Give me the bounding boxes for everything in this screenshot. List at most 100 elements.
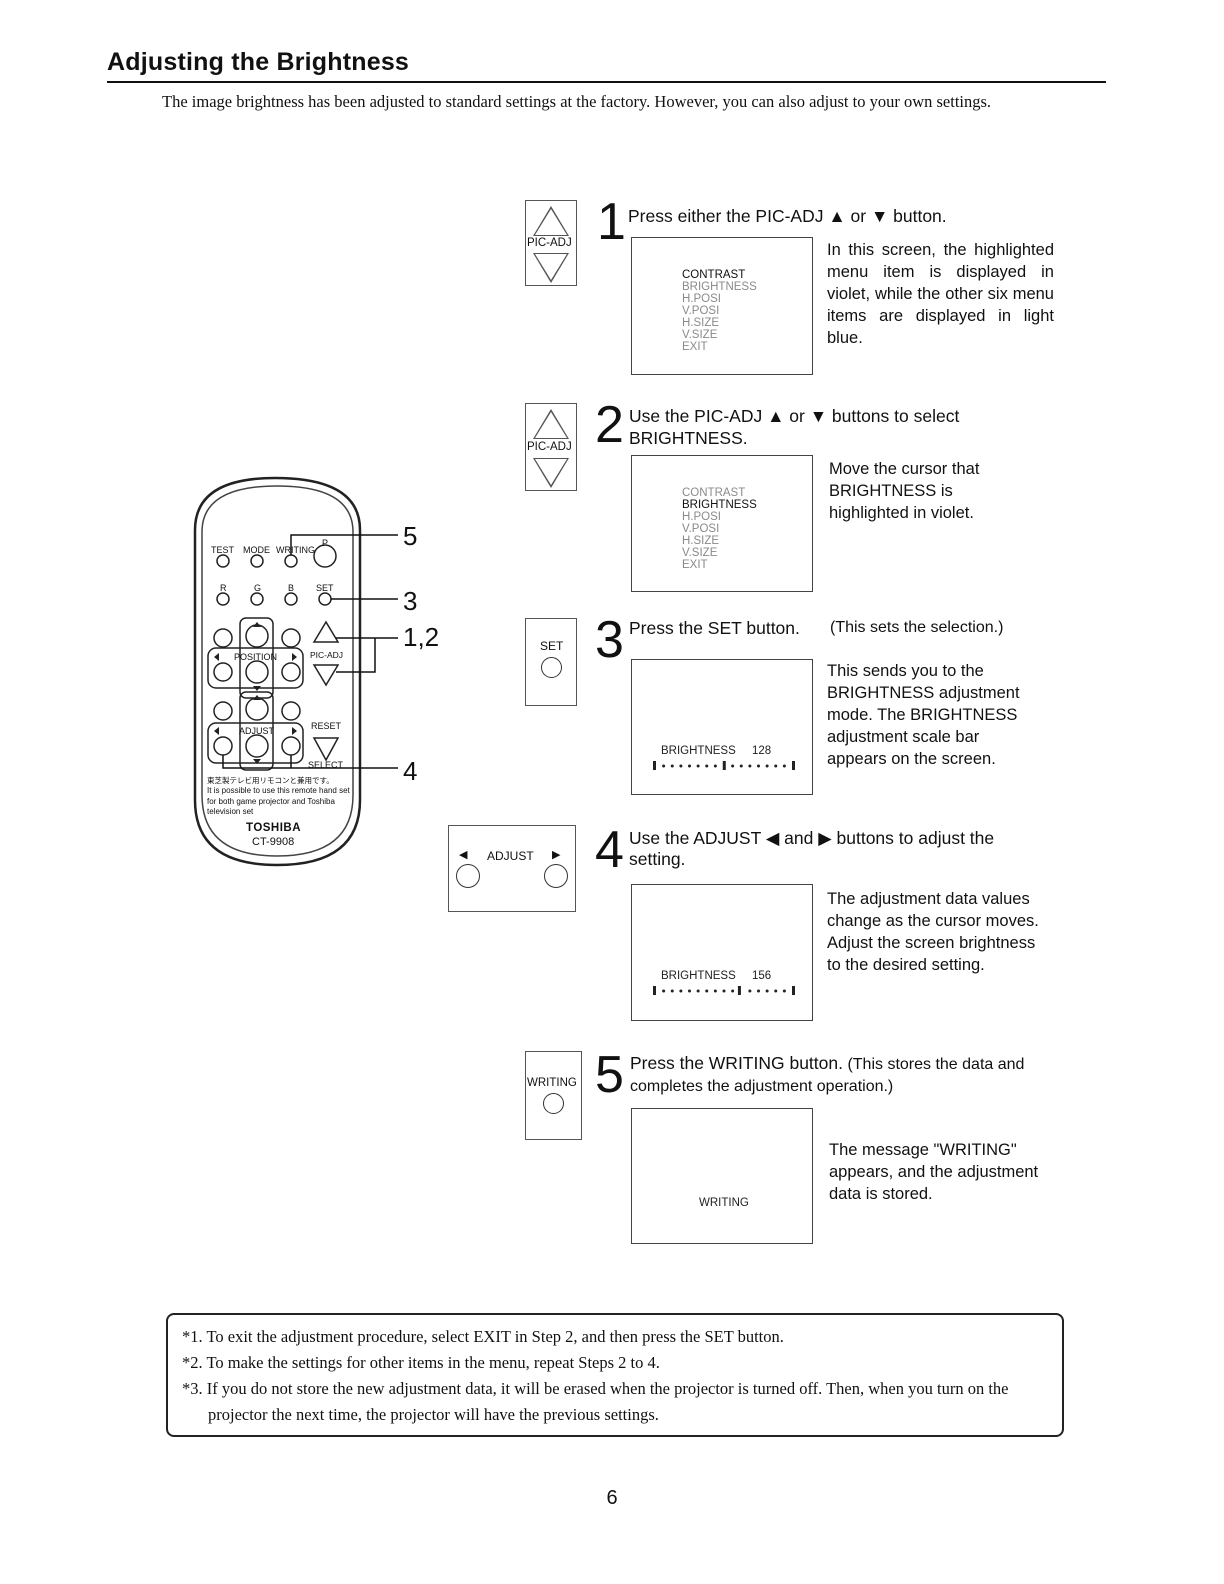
scale-dot <box>662 989 666 993</box>
remote-b-label: B <box>288 583 295 593</box>
scale-label: BRIGHTNESS <box>661 970 736 982</box>
step-3-number: 3 <box>595 611 624 669</box>
remote-reset-label: RESET <box>311 721 342 731</box>
writing-button-circle <box>543 1093 564 1114</box>
scale-dot <box>731 764 735 768</box>
scale-dot <box>782 764 786 768</box>
remote-pic-adj-label: PIC-ADJ <box>310 650 344 660</box>
scale-dot <box>688 989 691 993</box>
title-rule <box>107 81 1106 83</box>
step-2-instruction: Use the PIC-ADJ ▲ or ▼ buttons to select… <box>629 406 960 448</box>
scale-end-cap-right <box>792 986 795 995</box>
scale-value: 156 <box>752 970 772 982</box>
writing-button-graphic: WRITING <box>525 1051 582 1140</box>
menu-item-h-size: H.SIZE <box>682 317 720 329</box>
step-2-menu: CONTRAST BRIGHTNESS H.POSI V.POSI H.SIZE… <box>682 487 757 571</box>
step-5-subnote: (This stores the data and completes the … <box>630 1056 1025 1095</box>
step-3-screen: BRIGHTNESS 128 <box>631 659 813 795</box>
scale-dot <box>739 764 743 768</box>
callout-3: 3 <box>403 586 418 616</box>
step-5-text: Press the WRITING button. (This stores t… <box>630 1052 1055 1098</box>
menu-item-exit: EXIT <box>682 341 708 353</box>
menu-item-v-size: V.SIZE <box>682 547 718 559</box>
menu-item-v-posi: V.POSI <box>682 523 720 535</box>
writing-label: WRITING <box>527 1077 577 1089</box>
scale-dot <box>670 764 674 768</box>
down-triangle-icon <box>533 458 569 488</box>
notes-box: *1. To exit the adjustment procedure, se… <box>166 1313 1064 1437</box>
pic-adj-button-graphic-step2: PIC-ADJ <box>525 403 577 491</box>
remote-test-label: TEST <box>211 545 235 555</box>
scale-cursor-marker <box>722 761 726 770</box>
remote-r-label: R <box>220 583 227 593</box>
remote-mode-label: MODE <box>243 545 270 555</box>
menu-item-contrast: CONTRAST <box>682 487 746 499</box>
scale-end-cap-left <box>653 761 656 770</box>
scale-dot <box>696 764 700 768</box>
remote-note: It is possible to use this remote hand s… <box>207 786 350 816</box>
scale-dot <box>713 764 717 768</box>
remote-adjust-label: ADJUST <box>239 726 275 736</box>
set-label: SET <box>540 639 564 653</box>
scale-label: BRIGHTNESS <box>661 745 736 757</box>
scale-dot <box>748 989 752 993</box>
menu-item-h-posi: H.POSI <box>682 293 721 305</box>
step-1-number: 1 <box>597 193 626 251</box>
scale-dot <box>757 764 760 768</box>
scale-dot <box>731 989 735 993</box>
scale-dot <box>705 764 709 768</box>
step-4-instruction: Use the ADJUST ◀ and ▶ buttons to adjust… <box>629 828 995 869</box>
callout-4: 4 <box>403 756 418 786</box>
scale-dot <box>688 764 691 768</box>
brightness-scale-bar <box>653 761 795 770</box>
remote-jp-note: 東芝製テレビ用リモコンと兼用です。 <box>207 776 334 785</box>
remote-set-label: SET <box>316 583 334 593</box>
note-2: *2. To make the settings for other items… <box>182 1353 660 1372</box>
step-4-screen: BRIGHTNESS 156 <box>631 884 813 1021</box>
scale-dot <box>696 989 700 993</box>
adjust-button-graphic: ◀ ADJUST ▶ <box>448 825 576 912</box>
step-1-instruction: Press either the PIC-ADJ ▲ or ▼ button. <box>628 206 947 226</box>
remote-model-label: CT-9908 <box>252 836 295 848</box>
scale-dot <box>722 989 726 993</box>
scale-end-cap-right <box>792 761 795 770</box>
remote-select-label: SELECT <box>308 760 344 770</box>
menu-item-v-size: V.SIZE <box>682 329 718 341</box>
scale-dot <box>713 989 717 993</box>
scale-dot <box>782 989 786 993</box>
scale-dot <box>765 764 769 768</box>
scale-dot <box>679 764 683 768</box>
scale-dot <box>757 989 760 993</box>
step-2-description: Move the cursor that BRIGHTNESS is highl… <box>829 460 980 522</box>
set-button-circle <box>541 657 562 678</box>
remote-g-label: G <box>254 583 262 593</box>
pic-adj-label: PIC-ADJ <box>527 237 572 249</box>
remote-p-label: P <box>322 538 329 548</box>
step-4-description: The adjustment data values change as the… <box>827 890 1039 974</box>
adjust-right-button-circle <box>544 864 568 888</box>
page-title: Adjusting the Brightness <box>107 48 410 76</box>
scale-value: 128 <box>752 745 772 757</box>
menu-item-brightness: BRIGHTNESS <box>682 499 757 511</box>
scale-dot <box>748 764 752 768</box>
adjust-left-button-circle <box>456 864 480 888</box>
step-1-description: In this screen, the highlighted menu ite… <box>827 241 1054 347</box>
menu-item-brightness: BRIGHTNESS <box>682 281 757 293</box>
scale-dot <box>774 989 778 993</box>
step-5-screen: WRITING <box>631 1108 813 1244</box>
menu-item-exit: EXIT <box>682 559 708 571</box>
step-3-description: This sends you to the BRIGHTNESS adjustm… <box>827 662 1020 768</box>
remote-control-illustration <box>193 476 398 867</box>
step-1-screen: CONTRAST BRIGHTNESS H.POSI V.POSI H.SIZE… <box>631 237 813 375</box>
page-number: 6 <box>606 1487 618 1509</box>
menu-item-contrast: CONTRAST <box>682 269 746 281</box>
note-1: *1. To exit the adjustment procedure, se… <box>182 1327 784 1346</box>
scale-dot <box>679 989 683 993</box>
menu-item-v-posi: V.POSI <box>682 305 720 317</box>
step-5-instruction: Press the WRITING button. <box>630 1053 843 1073</box>
remote-brand-logo: TOSHIBA <box>246 822 302 834</box>
step-5-number: 5 <box>595 1046 624 1104</box>
scale-dot <box>774 764 778 768</box>
scale-dot <box>670 989 674 993</box>
step-3-subnote: (This sets the selection.) <box>830 619 1004 636</box>
